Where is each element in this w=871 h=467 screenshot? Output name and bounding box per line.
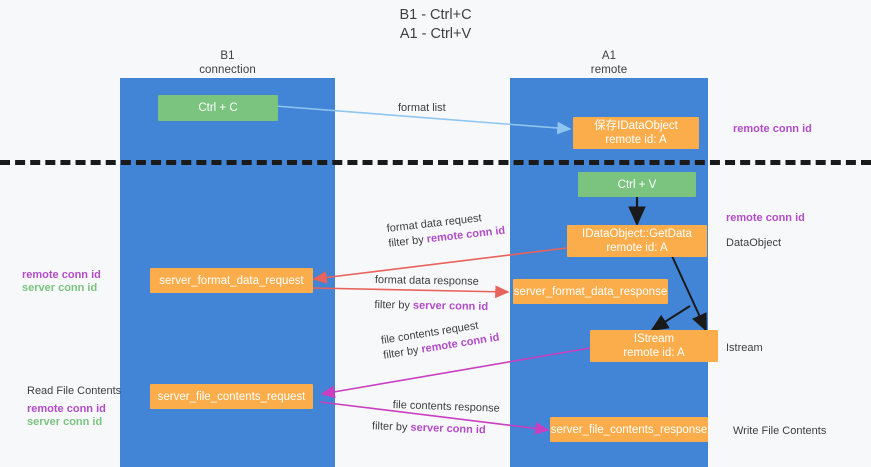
- node-idataobject-getdata[interactable]: IDataObject::GetData remote id: A: [567, 225, 707, 257]
- column-header-a1-role: remote: [590, 63, 628, 76]
- annotation-left-server-conn-id-bottom: server conn id: [27, 416, 103, 428]
- annotation-write-file-contents: Write File Contents: [733, 425, 827, 437]
- edge-label-file-contents-response-main: file contents response: [392, 398, 500, 415]
- node-server-format-data-response[interactable]: server_format_data_response: [513, 279, 668, 304]
- node-save-idataobject-sub: remote id: A: [605, 134, 667, 146]
- page-title: B1 - Ctrl+C A1 - Ctrl+V: [0, 6, 871, 44]
- annotation-remote-conn-id-top: remote conn id: [733, 123, 812, 135]
- edge-label-format-list-text: format list: [398, 102, 446, 114]
- column-header-b1: B1 connection: [120, 50, 335, 77]
- edge-label-format-data-request: format data request filter by remote con…: [386, 209, 506, 252]
- annotation-istream: Istream: [726, 342, 763, 354]
- annotation-read-file-contents: Read File Contents: [27, 385, 122, 397]
- node-ctrl-v-label: Ctrl + V: [617, 178, 657, 191]
- title-line-1: B1 - Ctrl+C: [399, 7, 472, 23]
- node-ctrl-c-label: Ctrl + C: [198, 102, 238, 114]
- node-server-file-contents-response-label: server_file_contents_response: [550, 423, 708, 436]
- node-istream[interactable]: IStream remote id: A: [590, 330, 718, 362]
- node-save-idataobject[interactable]: 保存IDataObject remote id: A: [573, 117, 699, 149]
- node-server-file-contents-request[interactable]: server_file_contents_request: [150, 384, 313, 409]
- node-server-file-contents-response[interactable]: server_file_contents_response: [550, 417, 708, 442]
- title-line-2: A1 - Ctrl+V: [399, 26, 472, 42]
- node-istream-sub: remote id: A: [623, 347, 685, 359]
- node-istream-label: IStream: [633, 333, 675, 345]
- filter-key-server-conn-id: server conn id: [412, 299, 489, 313]
- column-header-b1-name: B1: [220, 50, 235, 62]
- edge-label-format-list: format list: [398, 101, 446, 116]
- section-divider: [0, 160, 871, 165]
- edge-label-file-contents-response-filter: filter by server conn id: [372, 419, 499, 438]
- annotation-left-remote-conn-id-bottom: remote conn id: [27, 403, 106, 415]
- node-idataobject-getdata-label: IDataObject::GetData: [582, 228, 692, 240]
- filter-prefix: filter by: [371, 420, 411, 434]
- node-save-idataobject-label: 保存IDataObject: [594, 120, 678, 132]
- node-server-format-data-request[interactable]: server_format_data_request: [150, 268, 313, 293]
- annotation-remote-conn-id-mid: remote conn id: [726, 212, 805, 224]
- filter-prefix: filter by: [387, 233, 428, 250]
- annotation-left-remote-conn-id-mid: remote conn id: [22, 269, 101, 281]
- annotation-dataobject: DataObject: [726, 237, 782, 249]
- column-header-a1-name: A1: [601, 50, 617, 62]
- edge-label-file-contents-response: file contents response filter by server …: [372, 398, 500, 439]
- node-server-format-data-response-label: server_format_data_response: [513, 285, 668, 298]
- column-header-a1: A1 remote: [510, 50, 708, 77]
- node-server-format-data-request-label: server_format_data_request: [159, 274, 304, 287]
- filter-prefix: filter by: [374, 298, 414, 312]
- node-ctrl-v[interactable]: Ctrl + V: [578, 172, 696, 197]
- node-ctrl-c[interactable]: Ctrl + C: [158, 95, 278, 121]
- edge-label-format-data-response-filter: filter by server conn id: [374, 298, 488, 315]
- node-idataobject-getdata-sub: remote id: A: [606, 242, 668, 254]
- column-header-b1-role: connection: [199, 63, 256, 76]
- edge-label-file-contents-request: file contents request filter by remote c…: [380, 316, 501, 364]
- filter-key-server-conn-id: server conn id: [410, 421, 486, 437]
- annotation-left-server-conn-id-mid: server conn id: [22, 282, 98, 294]
- edge-label-format-data-response: format data response filter by server co…: [374, 273, 488, 315]
- edge-label-format-data-response-main: format data response: [374, 273, 479, 288]
- node-server-file-contents-request-label: server_file_contents_request: [157, 390, 306, 403]
